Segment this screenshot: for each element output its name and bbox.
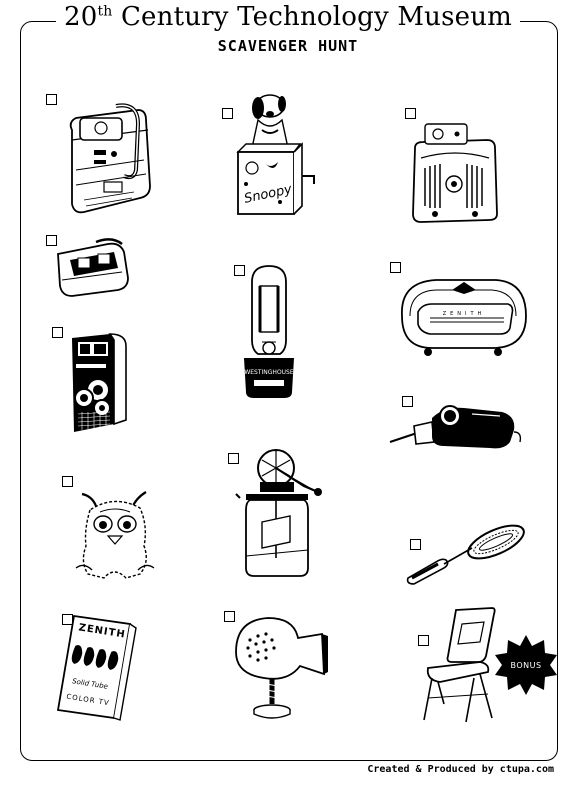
furby-illustration [75, 491, 155, 579]
checkbox-view-master[interactable] [46, 235, 57, 246]
whisk-illustration [406, 524, 525, 585]
checkbox-movie-camera[interactable] [52, 327, 63, 338]
title-rest: Century Technology Museum [112, 2, 513, 32]
geiger-counter-illustration [69, 103, 151, 214]
checkbox-vacuum-tube[interactable] [234, 265, 245, 276]
view-master-illustration [57, 238, 129, 297]
checkbox-hair-dryer[interactable] [224, 611, 235, 622]
soldering-gun-illustration [389, 405, 522, 449]
credit-footer: Created & Produced by ctupa.com [367, 764, 554, 775]
checkbox-furby[interactable] [62, 476, 73, 487]
hair-dryer-illustration [235, 617, 328, 719]
movie-camera-illustration [72, 333, 127, 432]
color-tv-box-illustration: ZENITH Solid Tube COLOR TV [56, 614, 137, 721]
checkbox-chair[interactable] [418, 635, 429, 646]
snoopy-jack-in-box-illustration: Snoopy [236, 94, 315, 215]
checkbox-snoopy-jack-in-box[interactable] [222, 108, 233, 119]
vacuum-tube-illustration: WESTINGHOUSE [244, 265, 294, 398]
bonus-badge: BONUS [495, 635, 557, 695]
checkbox-table-radio[interactable] [405, 108, 416, 119]
table-radio-illustration [412, 123, 498, 223]
title-superscript: th [97, 3, 113, 20]
checkbox-butter-churn[interactable] [228, 453, 239, 464]
tube-brand-text: WESTINGHOUSE [244, 369, 294, 376]
title-prefix: 20 [63, 2, 98, 32]
chair-illustration [423, 607, 496, 723]
oval-radio-illustration: ZENITH [401, 279, 527, 356]
page-title: 20th Century Technology Museum [0, 2, 576, 32]
checkbox-soldering-gun[interactable] [402, 396, 413, 407]
checkbox-oval-radio[interactable] [390, 262, 401, 273]
butter-churn-illustration [235, 449, 322, 577]
checkbox-whisk[interactable] [410, 539, 421, 550]
checkbox-geiger-counter[interactable] [46, 94, 57, 105]
radio-dial-text: ZENITH [443, 311, 486, 317]
page-subtitle: SCAVENGER HUNT [217, 37, 359, 55]
bonus-badge-label: BONUS [510, 661, 541, 670]
